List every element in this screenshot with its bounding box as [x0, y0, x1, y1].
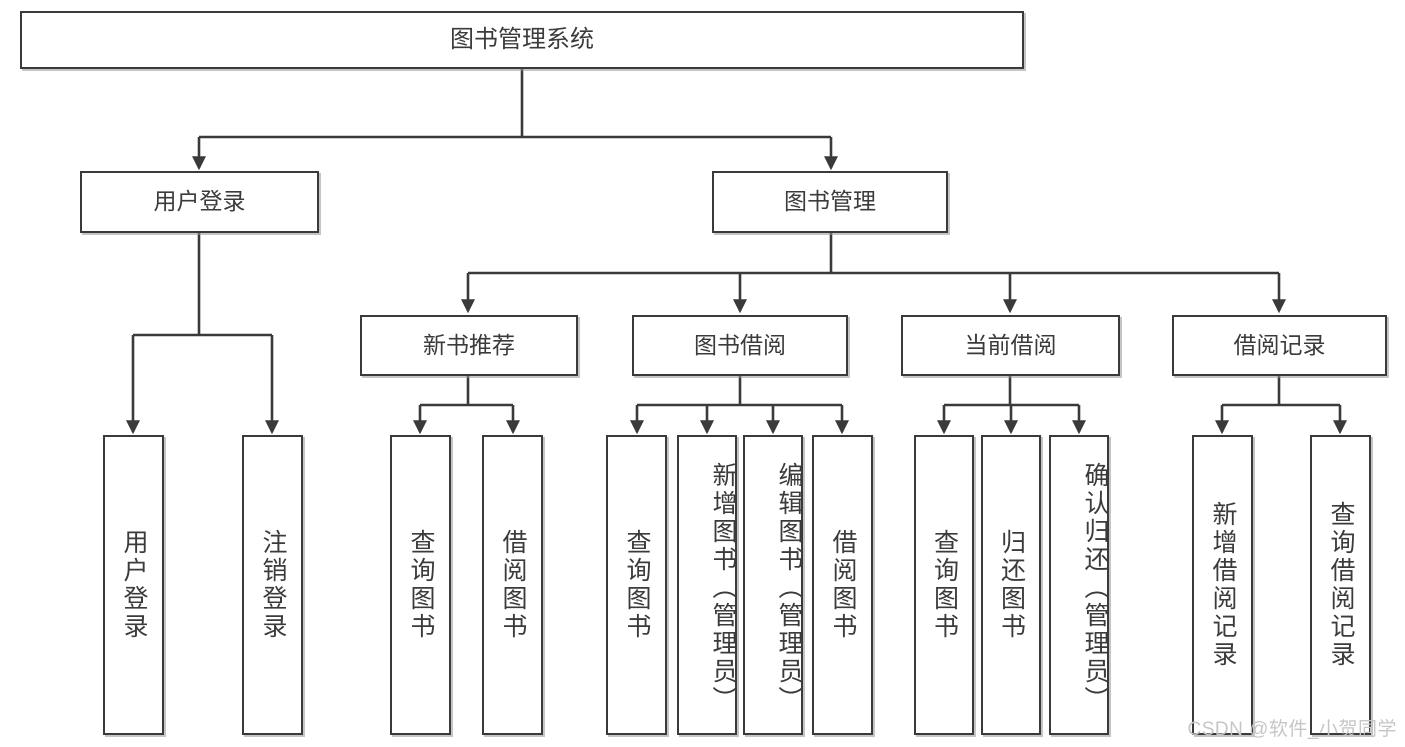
node-label: 当前借阅: [964, 331, 1057, 358]
csdn-watermark: CSDN @软件_小贺同学: [1187, 719, 1397, 740]
node-label: 图书借阅: [694, 331, 786, 358]
node-label: 借阅图书: [499, 529, 527, 641]
leaf-user-logout[interactable]: 注销登录: [242, 435, 303, 735]
node-label: 新书推荐: [423, 331, 515, 358]
leaf-add-borrow-record[interactable]: 新增借阅记录: [1192, 435, 1253, 735]
node-label: 新增图书（管理员）: [709, 462, 737, 714]
node-label: 新增借阅记录: [1209, 501, 1237, 669]
leaf-borrow-book-borrow[interactable]: 借阅图书: [812, 435, 873, 735]
node-book-manage[interactable]: 图书管理: [712, 171, 948, 233]
leaf-query-book-borrow[interactable]: 查询图书: [606, 435, 667, 735]
node-borrow-record[interactable]: 借阅记录: [1172, 315, 1387, 376]
leaf-add-book-admin[interactable]: 新增图书（管理员）: [677, 435, 737, 735]
node-label: 编辑图书（管理员）: [775, 462, 803, 714]
leaf-return-book[interactable]: 归还图书: [981, 435, 1041, 735]
leaf-user-login[interactable]: 用户登录: [103, 435, 164, 735]
node-label: 借阅记录: [1233, 331, 1326, 358]
node-label: 查询图书: [930, 529, 959, 641]
leaf-borrow-book-recommend[interactable]: 借阅图书: [482, 435, 543, 735]
node-new-book-recommend[interactable]: 新书推荐: [360, 315, 578, 376]
node-user-login[interactable]: 用户登录: [80, 171, 319, 233]
node-label: 查询图书: [623, 529, 651, 641]
leaf-query-borrow-record[interactable]: 查询借阅记录: [1310, 435, 1371, 735]
node-label: 归还图书: [997, 529, 1026, 641]
leaf-confirm-return-admin[interactable]: 确认归还（管理员）: [1049, 435, 1109, 735]
node-book-borrow[interactable]: 图书借阅: [632, 315, 848, 376]
node-label: 查询图书: [407, 529, 435, 641]
node-label: 注销登录: [259, 529, 287, 641]
node-label: 用户登录: [153, 188, 246, 215]
node-root-system[interactable]: 图书管理系统: [20, 11, 1024, 69]
node-label: 借阅图书: [829, 529, 857, 641]
leaf-edit-book-admin[interactable]: 编辑图书（管理员）: [743, 435, 803, 735]
node-label: 确认归还（管理员）: [1081, 462, 1109, 714]
leaf-query-book-recommend[interactable]: 查询图书: [390, 435, 451, 735]
leaf-query-book-current[interactable]: 查询图书: [914, 435, 974, 735]
node-label: 用户登录: [120, 529, 148, 641]
node-label: 查询借阅记录: [1327, 501, 1355, 669]
node-label: 图书管理系统: [450, 25, 594, 53]
node-current-borrow[interactable]: 当前借阅: [901, 315, 1120, 376]
node-label: 图书管理: [784, 188, 876, 215]
